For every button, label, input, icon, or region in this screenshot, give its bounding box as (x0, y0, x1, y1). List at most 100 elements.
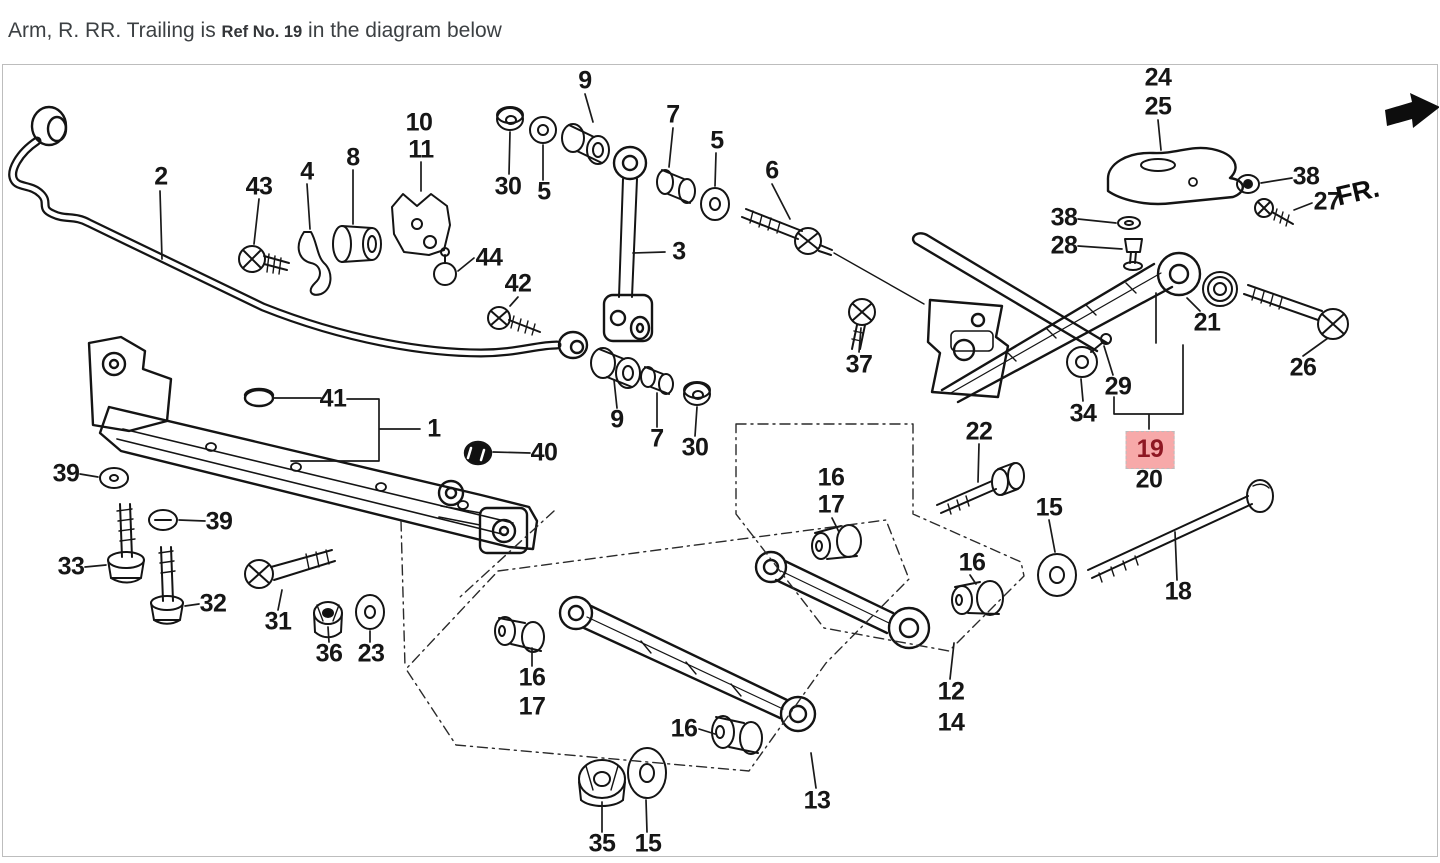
bolt-37 (848, 298, 876, 350)
part-label-26: 26 (1289, 353, 1317, 382)
collar-7-top (656, 169, 696, 204)
subassembly-boxes (400, 423, 1025, 772)
page-title-suffix: in the diagram below (302, 19, 502, 42)
part-label-25: 25 (1144, 92, 1172, 121)
nut-30-top (496, 106, 524, 131)
washer-5-top (529, 116, 557, 144)
bushing-9-top (561, 123, 610, 165)
washer-23 (355, 594, 385, 630)
page-title: Arm, R. RR. Trailing is Ref No. 19 in th… (8, 16, 502, 50)
ball-stud-44 (433, 247, 457, 286)
part-label-16: 16 (670, 714, 698, 743)
bushing-34 (1066, 333, 1112, 378)
bolt-26 (1243, 284, 1349, 340)
bolt-22 (936, 462, 1025, 515)
part-label-9: 9 (578, 66, 592, 95)
bolt-42 (487, 306, 541, 336)
part-label-21: 21 (1193, 308, 1221, 337)
part-label-32: 32 (199, 589, 227, 618)
leader-lines (79, 93, 1329, 833)
part-label-12: 12 (937, 677, 965, 706)
washer-39-lower (148, 509, 178, 531)
page-title-ref-no: Ref No. 19 (221, 23, 303, 41)
part-label-16: 16 (958, 548, 986, 577)
part-label-20: 20 (1135, 465, 1163, 494)
bolt-33 (107, 503, 145, 584)
part-label-14: 14 (937, 708, 965, 737)
part-label-33: 33 (57, 552, 85, 581)
part-label-38: 38 (1050, 203, 1078, 232)
nut-35 (578, 759, 626, 807)
bolt-28 (1123, 238, 1143, 271)
nut-36 (313, 601, 343, 639)
part-label-44: 44 (475, 243, 503, 272)
part-label-13: 13 (803, 786, 831, 815)
bushing-8 (332, 225, 382, 263)
bushing-16-bottom (711, 715, 763, 755)
part-label-7: 7 (650, 424, 664, 453)
part-label-30: 30 (681, 433, 709, 462)
lower-arm-13 (558, 595, 817, 733)
bushing-21 (1202, 271, 1238, 307)
part-label-16: 16 (817, 463, 845, 492)
part-label-27: 27 (1313, 187, 1341, 216)
bolt-6-axis-line (833, 252, 925, 305)
washer-15-bottom (627, 747, 667, 799)
part-label-1: 1 (427, 414, 441, 443)
part-label-31: 31 (264, 607, 292, 636)
nut-30-mid (683, 381, 711, 406)
diagram-artwork (8, 93, 1439, 833)
bolt-18 (1087, 479, 1274, 583)
nut-38-left (1117, 216, 1141, 230)
part-label-19-highlighted: 19 (1125, 431, 1175, 469)
ref-brackets (272, 292, 1184, 462)
part-label-36: 36 (315, 639, 343, 668)
part-label-17: 17 (518, 692, 546, 721)
stabilizer-bar (8, 105, 589, 360)
part-label-5: 5 (710, 126, 724, 155)
part-label-40: 40 (530, 438, 558, 467)
part-label-18: 18 (1164, 577, 1192, 606)
bolt-31 (244, 549, 336, 589)
part-label-30: 30 (494, 172, 522, 201)
bracket-24-25 (1106, 146, 1244, 206)
part-label-39: 39 (52, 459, 80, 488)
page-title-prefix: Arm, R. RR. Trailing is (8, 19, 222, 42)
bolt-32 (150, 546, 184, 625)
part-label-15: 15 (1035, 493, 1063, 522)
washer-5-right (700, 187, 730, 221)
part-label-5: 5 (537, 177, 551, 206)
rear-beam (87, 335, 539, 555)
part-label-17: 17 (817, 490, 845, 519)
part-label-42: 42 (504, 269, 532, 298)
bolt-27 (1254, 198, 1294, 227)
bolt-6 (741, 208, 833, 256)
part-label-7: 7 (666, 100, 680, 129)
bracket-10-11 (391, 193, 451, 256)
part-label-22: 22 (965, 417, 993, 446)
part-label-8: 8 (346, 143, 360, 172)
part-label-16: 16 (518, 663, 546, 692)
part-label-4: 4 (300, 157, 314, 186)
part-label-39: 39 (205, 507, 233, 536)
part-label-41: 41 (319, 384, 347, 413)
part-label-24: 24 (1144, 63, 1172, 92)
trailing-arm (911, 232, 1202, 404)
part-label-10: 10 (405, 108, 433, 137)
part-label-34: 34 (1069, 399, 1097, 428)
part-label-9: 9 (610, 405, 624, 434)
bushing-16-17-lower (494, 616, 545, 653)
washer-39-upper (99, 467, 129, 489)
part-label-11: 11 (408, 135, 434, 164)
part-label-6: 6 (765, 156, 779, 185)
part-label-23: 23 (357, 639, 385, 668)
part-label-38: 38 (1292, 162, 1320, 191)
part-label-37: 37 (845, 350, 873, 379)
fr-arrow-icon (1385, 93, 1439, 128)
washer-15-right (1037, 553, 1077, 597)
bracket-4 (297, 231, 332, 296)
part-label-29: 29 (1104, 372, 1132, 401)
